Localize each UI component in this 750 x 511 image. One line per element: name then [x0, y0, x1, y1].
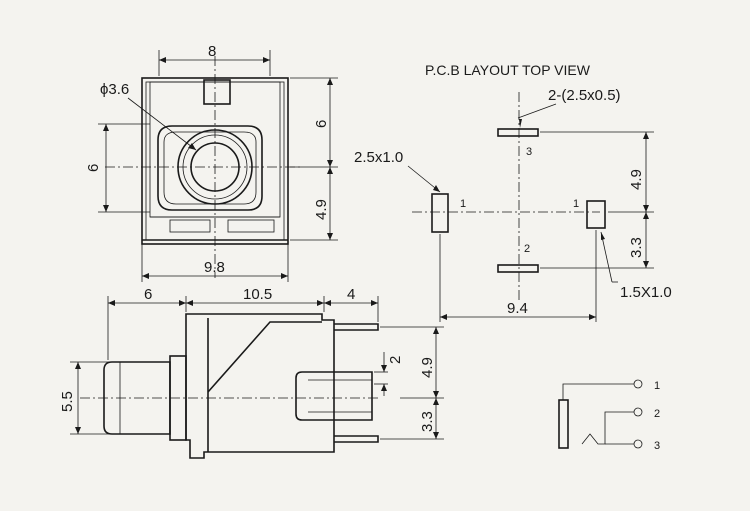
pcb-pin-label-1b: 1 — [573, 198, 579, 210]
dim-front-height-upper-right: 6 — [313, 120, 330, 128]
pcb-pin-label-2: 2 — [524, 243, 530, 255]
dim-side-gap: 2 — [387, 356, 404, 364]
dim-side-length-middle: 10.5 — [243, 286, 272, 303]
schematic-symbol: 1 2 3 — [558, 379, 660, 452]
pcb-spacing-lower: 3.3 — [628, 237, 645, 258]
pcb-pad-square — [586, 200, 606, 229]
terminal-2-label: 2 — [654, 408, 660, 420]
pcb-callout-small-pads: 2-(2.5x0.5) — [548, 87, 621, 104]
pcb-callout-large-pad: 2.5x1.0 — [354, 149, 403, 166]
pcb-pad-large — [431, 193, 449, 233]
terminal-1-label: 1 — [654, 380, 660, 392]
terminal-1-node — [633, 379, 643, 389]
side-view — [80, 313, 380, 459]
pcb-layout: P.C.B LAYOUT TOP VIEW 1 1 2 3 2-(2.5x0.5… — [354, 62, 672, 322]
dim-side-height-upper: 4.9 — [419, 357, 436, 378]
pcb-layout-title: P.C.B LAYOUT TOP VIEW — [425, 62, 591, 78]
terminal-2-node — [633, 407, 643, 417]
side-view-dimensions: 6 10.5 4 5.5 2 4.9 3.3 — [59, 286, 444, 440]
dim-front-height-left: 6 — [85, 164, 102, 172]
front-view-dimensions: 8 ϕ3.6 6 6 4.9 9.8 — [85, 43, 338, 282]
dim-side-height-lower: 3.3 — [419, 411, 436, 432]
pcb-pin-label-1a: 1 — [460, 198, 466, 210]
pcb-pad-2 — [497, 264, 539, 273]
dim-side-length-left: 6 — [144, 286, 152, 303]
dim-front-width-top: 8 — [208, 43, 216, 60]
pcb-pin-label-3: 3 — [526, 146, 532, 158]
dim-front-width-bottom: 9.8 — [204, 259, 225, 276]
pcb-spacing-width: 9.4 — [507, 300, 528, 317]
terminal-3-node — [633, 439, 643, 449]
dim-hole-diameter: ϕ3.6 — [100, 81, 129, 98]
terminal-3-label: 3 — [654, 440, 660, 452]
front-view — [105, 56, 300, 278]
pcb-spacing-upper: 4.9 — [628, 169, 645, 190]
pcb-callout-square-pad: 1.5X1.0 — [620, 284, 672, 301]
dim-side-length-right: 4 — [347, 286, 355, 303]
dim-front-height-lower-right: 4.9 — [313, 199, 330, 220]
dim-side-diameter: 5.5 — [59, 391, 76, 412]
pcb-pad-3 — [497, 128, 539, 137]
